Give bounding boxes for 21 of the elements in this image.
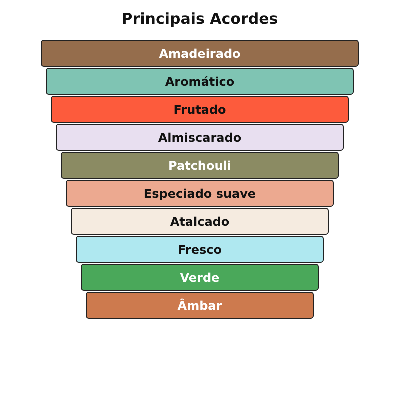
funnel-bar [61, 152, 339, 179]
funnel-bar [66, 180, 334, 207]
bar-label: Patchouli [168, 158, 232, 172]
funnel-bar [71, 208, 329, 235]
funnel-bar [81, 264, 319, 291]
bar-label: Verde [180, 270, 220, 284]
bar-label: Âmbar [178, 298, 222, 312]
funnel-bar [46, 68, 354, 95]
funnel-bar [41, 40, 359, 67]
bar-label: Frutado [174, 102, 226, 116]
bar-label: Especiado suave [144, 186, 256, 200]
funnel-bar [56, 124, 344, 151]
bar-label: Atalcado [170, 214, 230, 228]
bar-label: Aromático [165, 74, 235, 88]
funnel-bar [51, 96, 349, 123]
bar-label: Almiscarado [158, 130, 242, 144]
funnel-bar [86, 292, 314, 319]
chart-title: Principais Acordes [120, 10, 280, 28]
bar-label: Amadeirado [159, 46, 241, 60]
bar-label: Fresco [178, 242, 222, 256]
funnel-bar [76, 236, 324, 263]
